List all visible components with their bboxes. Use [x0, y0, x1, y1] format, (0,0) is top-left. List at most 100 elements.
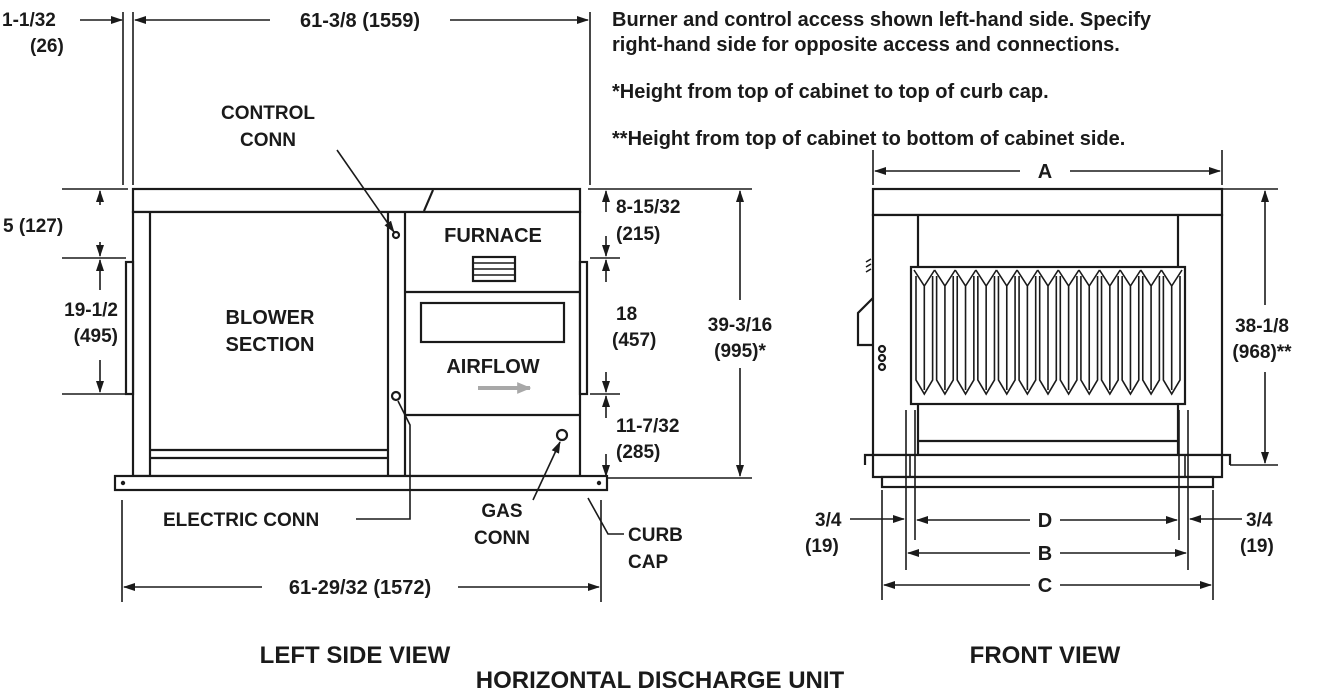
- filter-pleat-fold: [1121, 276, 1140, 396]
- filter-pleat-fold: [915, 276, 934, 396]
- filter-pleat: [1078, 269, 1101, 390]
- filter-pleat: [933, 269, 956, 390]
- front-side-bracket: [856, 297, 874, 347]
- filter-pleat: [1119, 269, 1142, 390]
- filter-pleat: [1016, 269, 1039, 390]
- filter-pleat-fold: [935, 276, 955, 396]
- left-side-view: 1-1/32 (26) 61-3/8 (1559) B: [2, 10, 772, 669]
- dim-34-left-label: 3/4: [815, 510, 842, 531]
- filter-pleat-fold: [997, 276, 1016, 396]
- gas-conn-label: GAS: [481, 501, 522, 522]
- control-conn-point: [391, 230, 401, 240]
- dim-B-label: B: [1038, 543, 1052, 565]
- drawing-title: HORIZONTAL DISCHARGE UNIT: [476, 667, 845, 693]
- dim-38-label-mm: (968)**: [1232, 342, 1292, 363]
- airflow-label: AIRFLOW: [446, 356, 539, 378]
- dim-bottom-width-label: 61-29/32 (1572): [289, 577, 431, 599]
- filter-pleat: [1098, 269, 1121, 390]
- dim-38-label: 38-1/8: [1235, 316, 1289, 337]
- dim-offset-label-mm: (26): [30, 36, 64, 57]
- dim-A-label: A: [1038, 161, 1052, 183]
- filter-pleat: [954, 269, 977, 390]
- note-access-line1: Burner and control access shown left-han…: [612, 9, 1152, 31]
- dim-34-right-label: 3/4: [1246, 510, 1273, 531]
- dim-5-label: 5 (127): [3, 216, 63, 237]
- filter-pleat-fold: [1100, 276, 1119, 396]
- filter-pleat: [1037, 269, 1059, 390]
- filter-pleat: [1057, 269, 1080, 390]
- dim-top-width-label: 61-3/8 (1559): [300, 10, 420, 32]
- curb-cap-label-2: CAP: [628, 552, 668, 573]
- curb-cap-bolt-left: [120, 480, 126, 486]
- curb-cap-label: CURB: [628, 525, 683, 546]
- filter-pleat-fold: [1038, 276, 1058, 396]
- front-side-knob-1: [877, 344, 887, 354]
- electric-conn-point: [390, 390, 402, 402]
- filter-pleat: [913, 269, 936, 390]
- dim-34-left-label-mm: (19): [805, 536, 839, 557]
- note-height-curb: *Height from top of cabinet to top of cu…: [612, 81, 1049, 103]
- dim-11-label: 11-7/32: [616, 416, 679, 437]
- gas-conn-point: [555, 428, 569, 442]
- cabinet-top-rail: [131, 187, 582, 214]
- control-conn-label-2: CONN: [240, 130, 296, 151]
- filter-pleats: [913, 269, 1183, 396]
- left-hinge-rail: [124, 260, 135, 396]
- left-side-view-caption: LEFT SIDE VIEW: [260, 642, 451, 669]
- curb-cap-leader: [587, 497, 624, 535]
- filter-pleat-fold: [1162, 276, 1181, 396]
- gas-conn-leader: [532, 441, 561, 501]
- curb-cap: [113, 474, 609, 492]
- filter-pleat: [995, 269, 1018, 390]
- front-top-rail: [871, 187, 1224, 217]
- dim-11-label-mm: (285): [616, 442, 660, 463]
- front-curb-cap: [871, 453, 1224, 479]
- blower-label: BLOWER: [226, 307, 315, 329]
- filter-pleat: [1140, 269, 1163, 390]
- note-height-cabinet: **Height from top of cabinet to bottom o…: [612, 128, 1125, 150]
- control-conn-leader: [336, 149, 395, 233]
- filter-pleat: [975, 269, 998, 390]
- front-view: A 38-1/8 (968)**: [805, 150, 1292, 669]
- dim-18-label-mm: (457): [612, 330, 656, 351]
- curb-cap-bolt-right: [596, 480, 602, 486]
- cabinet-body: [131, 210, 582, 478]
- control-conn-label: CONTROL: [221, 103, 315, 124]
- dim-C-label: C: [1038, 575, 1052, 597]
- front-side-knob-3: [877, 362, 887, 372]
- dim-offset-label: 1-1/32: [2, 10, 56, 31]
- furnace-label: FURNACE: [444, 225, 542, 247]
- dim-19-label: 19-1/2: [64, 300, 118, 321]
- electric-conn-label: ELECTRIC CONN: [163, 510, 319, 531]
- cabinet-top-split: [422, 189, 435, 212]
- front-side-knob-2: [877, 353, 887, 363]
- filter-pleat-fold: [977, 276, 996, 396]
- airflow-panel-slot: [419, 301, 566, 344]
- dim-19-label-mm: (495): [74, 326, 118, 347]
- blower-label-2: SECTION: [226, 334, 315, 356]
- filter-pleat-fold: [1018, 276, 1037, 396]
- electric-conn-leader: [356, 400, 411, 520]
- note-access-line2: right-hand side for opposite access and …: [612, 34, 1120, 56]
- filter-pleat: [1160, 269, 1183, 390]
- dim-18-label: 18: [616, 304, 637, 325]
- front-curb-base: [880, 475, 1215, 489]
- filter-pleat-fold: [1059, 276, 1078, 396]
- dim-8-label: 8-15/32: [616, 197, 680, 218]
- filter-pleat-fold: [1080, 276, 1099, 396]
- dim-D-label: D: [1038, 510, 1052, 532]
- dim-39-label: 39-3/16: [708, 315, 772, 336]
- filter-pleat-fold: [1141, 276, 1161, 396]
- front-right-flange: [1222, 453, 1232, 465]
- dim-8-label-mm: (215): [616, 224, 660, 245]
- front-side-marks: [865, 258, 872, 273]
- filter-pleat-fold: [956, 276, 975, 396]
- dim-39-label-mm: (995)*: [714, 341, 766, 362]
- notes: Burner and control access shown left-han…: [612, 9, 1152, 150]
- dim-34-right-label-mm: (19): [1240, 536, 1274, 557]
- front-view-caption: FRONT VIEW: [970, 642, 1121, 669]
- gas-conn-label-2: CONN: [474, 528, 530, 549]
- right-hinge-rail: [578, 260, 589, 396]
- front-left-flange: [863, 453, 873, 465]
